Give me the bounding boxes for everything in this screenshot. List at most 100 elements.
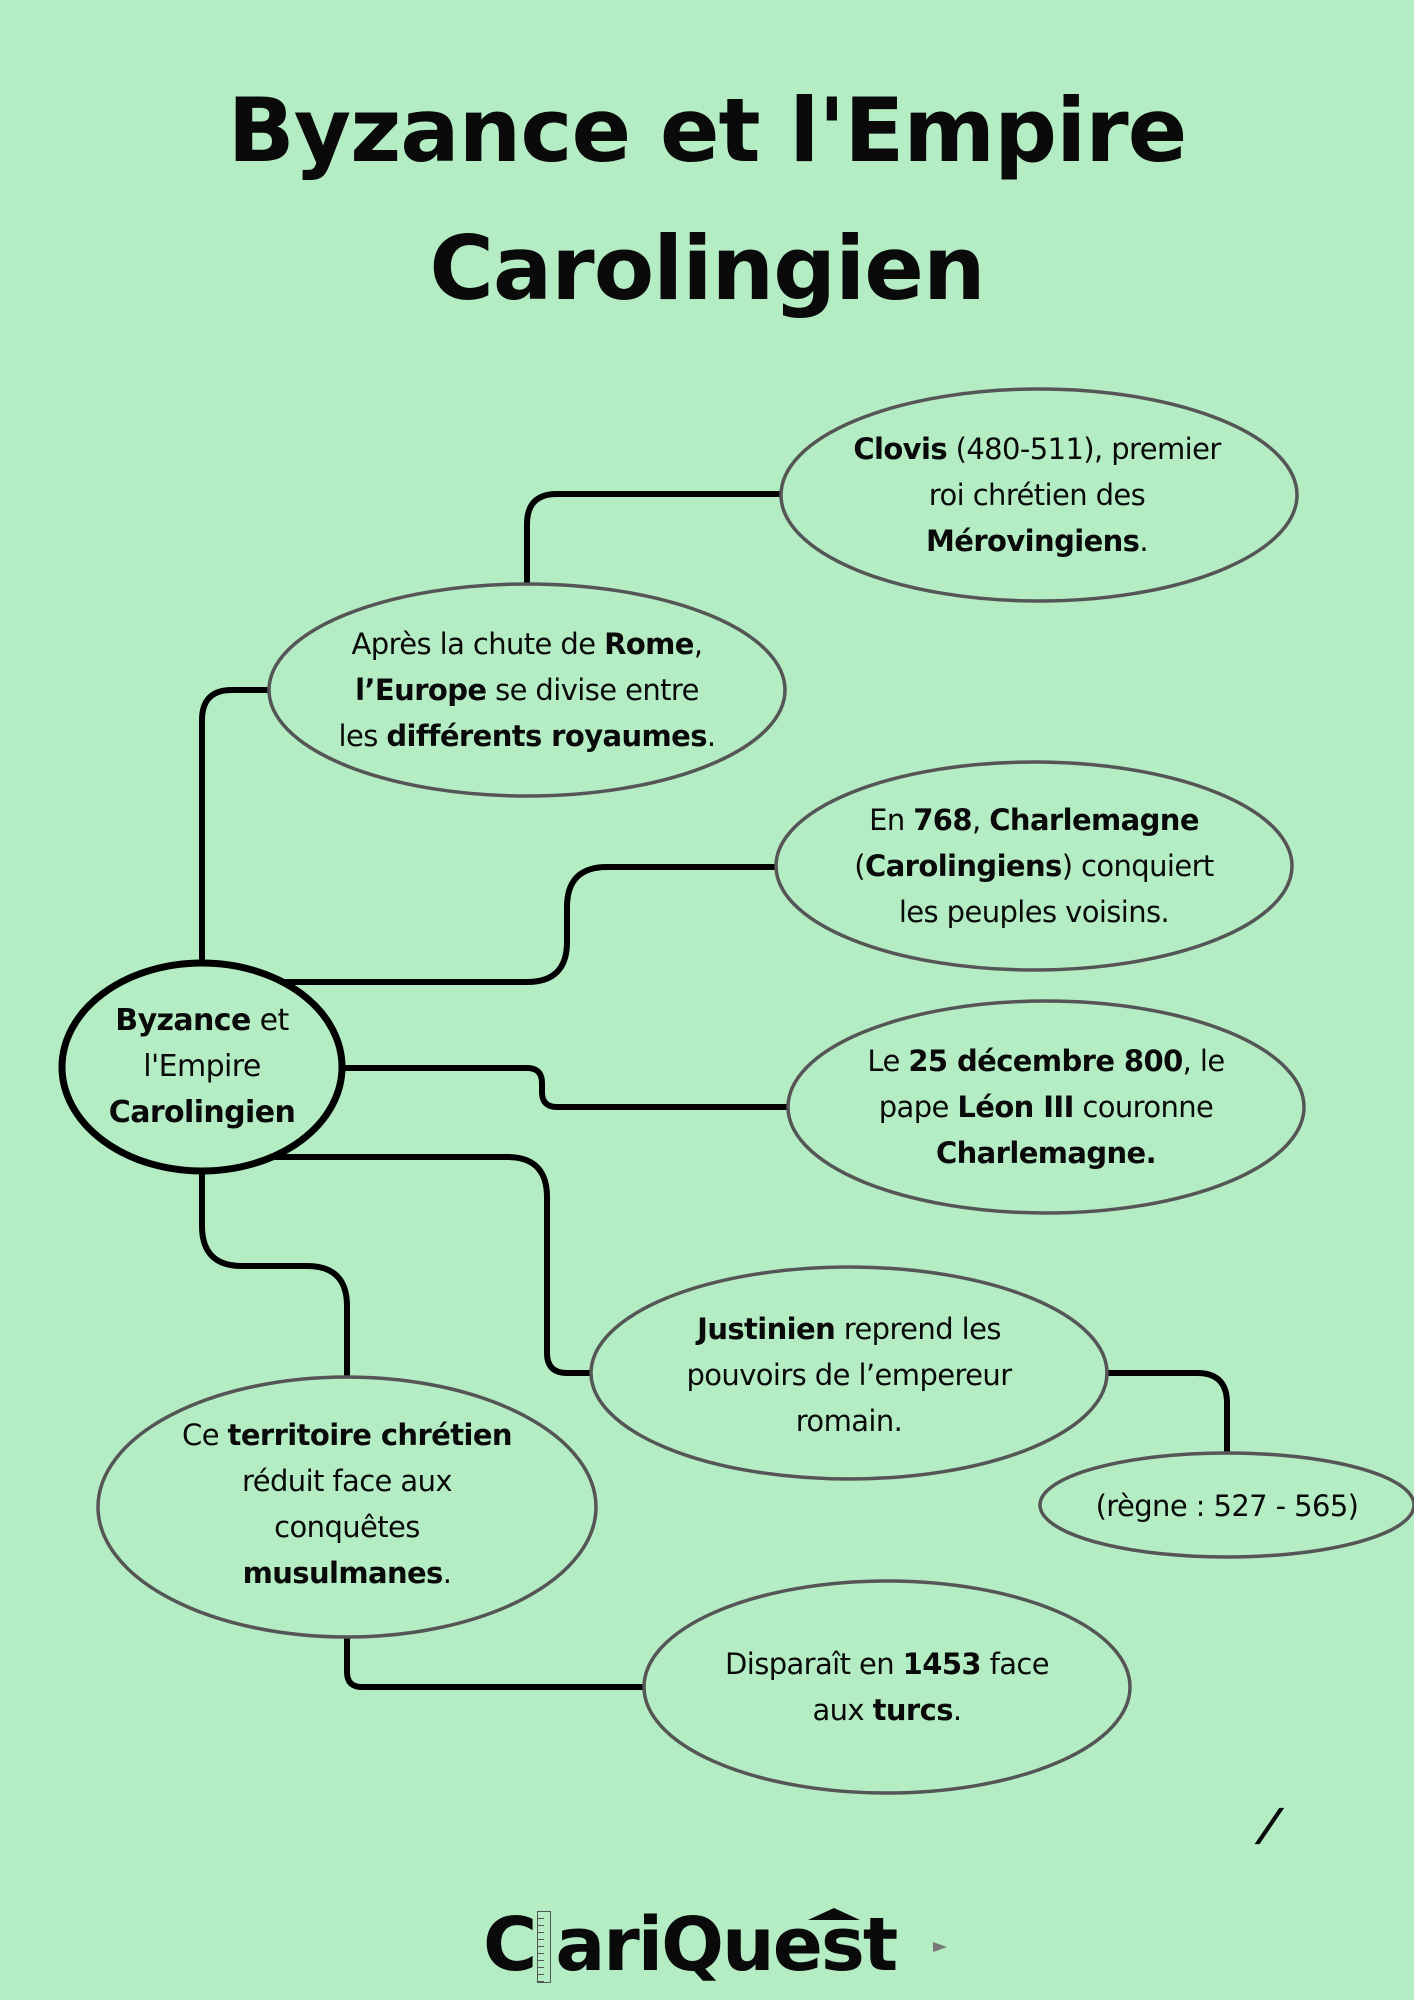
node-text-line: En 768, Charlemagne — [854, 797, 1213, 843]
text: Après la chute de — [351, 627, 605, 661]
bold-text: l’Europe — [355, 673, 487, 707]
text: Disparaît en — [725, 1647, 903, 1681]
logo-text-c: C — [483, 1902, 537, 1988]
pencil-icon — [933, 1942, 947, 1952]
text: aux — [812, 1693, 873, 1727]
node-text-line: réduit face aux — [182, 1458, 512, 1504]
bold-text: turcs — [872, 1693, 954, 1727]
bold-text: Charlemagne — [989, 803, 1199, 837]
bold-text: différents royaumes — [386, 719, 707, 753]
connector-territoire-to-1453 — [344, 1637, 644, 1690]
page-title: Byzance et l'Empire Carolingien — [0, 62, 1414, 338]
text: Ce — [182, 1418, 228, 1452]
text: l'Empire — [143, 1049, 261, 1084]
connector-central-to-rome — [199, 687, 270, 963]
bold-text: Justinien — [697, 1312, 836, 1346]
node-text-line: Ce territoire chrétien — [182, 1412, 513, 1458]
node-text-line: Clovis (480-511), premier — [853, 426, 1222, 472]
node-text-line: (Carolingiens) conquiert — [854, 843, 1215, 889]
node-rome-shape — [267, 582, 787, 798]
bold-text: Carolingien — [108, 1095, 296, 1130]
connector-justinien-to-regne — [1107, 1370, 1230, 1453]
text: et — [250, 1003, 290, 1038]
node-rome: Après la chute de Rome,l’Europe se divis… — [339, 621, 717, 759]
bold-text: 768 — [913, 803, 972, 837]
text: (480-511), premier — [946, 432, 1222, 466]
node-text-line: romain. — [686, 1398, 1011, 1444]
node-text-line: pape Léon III couronne — [867, 1084, 1224, 1130]
node-regne-shape — [1038, 1451, 1414, 1559]
text: ( — [854, 849, 866, 883]
node-text-line: Byzance et — [109, 998, 295, 1044]
bold-text: territoire chrétien — [227, 1418, 513, 1452]
connector-central-to-768 — [280, 864, 776, 985]
text: roi chrétien des — [928, 478, 1146, 512]
connector-central-to-justinien — [275, 1154, 591, 1376]
connector-central-to-territoire — [199, 1169, 350, 1377]
connector-central-to-800 — [342, 1065, 789, 1110]
title-line-1: Byzance et l'Empire — [227, 79, 1188, 182]
node-768-shape — [774, 760, 1294, 972]
node-text-line: aux turcs. — [725, 1687, 1049, 1733]
node-text-line: Mérovingiens. — [853, 518, 1220, 564]
ruler-icon — [537, 1911, 552, 1983]
text: , le — [1182, 1044, 1226, 1078]
text: couronne — [1073, 1090, 1214, 1124]
bold-text: Mérovingiens — [926, 524, 1140, 558]
text: . — [442, 1556, 452, 1590]
node-text-line: (règne : 527 - 565) — [1096, 1483, 1359, 1529]
text: réduit face aux — [242, 1464, 452, 1498]
text: Le — [867, 1044, 909, 1078]
node-text-line: Carolingien — [108, 1090, 296, 1136]
bold-text: Byzance — [115, 1003, 251, 1038]
bold-text: Charlemagne. — [935, 1136, 1157, 1170]
node-text-line: Justinien reprend les — [686, 1306, 1011, 1352]
text: ) conquiert — [1061, 849, 1215, 883]
node-text-line: Disparaît en 1453 face — [725, 1641, 1050, 1687]
node-charlemagne-768: En 768, Charlemagne(Carolingiens) conqui… — [854, 797, 1215, 935]
graduation-cap-icon — [808, 1908, 860, 1920]
node-territoire-shape — [96, 1375, 598, 1639]
node-text-line: musulmanes. — [182, 1550, 512, 1596]
central-node-shape — [58, 959, 346, 1175]
node-clovis-shape — [779, 387, 1299, 603]
node-text-line: les peuples voisins. — [854, 889, 1213, 935]
node-text-line: l'Empire — [109, 1044, 295, 1090]
text: . — [1139, 524, 1148, 558]
node-text-line: l’Europe se divise entre — [339, 667, 716, 713]
text: romain. — [795, 1404, 903, 1438]
bold-text: Carolingiens — [865, 849, 1062, 883]
node-text-line: conquêtes — [182, 1504, 512, 1550]
text: se divise entre — [486, 673, 699, 707]
bold-text: musulmanes — [242, 1556, 444, 1590]
text: , — [693, 627, 703, 661]
text: pouvoirs de l’empereur — [686, 1358, 1012, 1392]
node-text-line: Charlemagne. — [867, 1130, 1224, 1176]
node-justinien: Justinien reprend les pouvoirs de l’emper… — [686, 1306, 1012, 1444]
connector-rome-to-clovis — [524, 491, 781, 584]
bold-text: Rome — [604, 627, 694, 661]
title-line-2: Carolingien — [429, 217, 985, 320]
text: face — [980, 1647, 1050, 1681]
node-text-line: Après la chute de Rome, — [339, 621, 716, 667]
text: conquêtes — [274, 1510, 420, 1544]
clariquest-logo: C ariQuest — [483, 1900, 947, 1990]
node-text-line: pouvoirs de l’empereur — [686, 1352, 1012, 1398]
text: . — [952, 1693, 962, 1727]
node-text-line: Le 25 décembre 800, le — [867, 1038, 1226, 1084]
node-territoire: Ce territoire chrétien réduit face aux con… — [182, 1412, 513, 1596]
text: reprend les — [835, 1312, 1002, 1346]
node-1453-shape — [642, 1579, 1132, 1795]
text: . — [706, 719, 716, 753]
bold-text: 1453 — [902, 1647, 982, 1681]
text: , — [971, 803, 990, 837]
node-regne: (règne : 527 - 565) — [1096, 1483, 1359, 1529]
node-text-line: roi chrétien des — [853, 472, 1220, 518]
node-text-line: les différents royaumes. — [339, 713, 717, 759]
text: pape — [878, 1090, 958, 1124]
text: En — [869, 803, 914, 837]
node-justinien-shape — [589, 1265, 1109, 1481]
